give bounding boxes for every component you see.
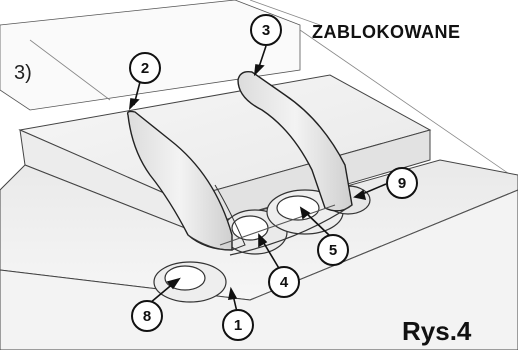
callout-5-label: 5 (329, 242, 337, 259)
callout-4-label: 4 (280, 274, 289, 291)
callout-3: 3 (250, 14, 282, 46)
callout-9-label: 9 (398, 175, 406, 192)
step-number: 3) (14, 62, 32, 84)
figure-label: Rys.4 (402, 316, 472, 346)
callout-2-label: 2 (141, 60, 149, 77)
callout-8-label: 8 (143, 308, 151, 325)
status-heading: ZABLOKOWANE (312, 22, 461, 42)
leader-lines (128, 45, 387, 313)
callout-9: 9 (386, 167, 418, 199)
callout-3-label: 3 (262, 22, 270, 39)
callout-4: 4 (268, 266, 300, 298)
callout-5: 5 (317, 234, 349, 266)
washer-8 (153, 261, 227, 303)
clip-right (219, 70, 353, 256)
callout-1: 1 (222, 309, 254, 341)
callout-2: 2 (129, 52, 161, 84)
callout-8: 8 (131, 300, 163, 332)
clip-left (126, 110, 246, 251)
raised-block (18, 74, 432, 231)
callout-1-label: 1 (234, 317, 242, 334)
